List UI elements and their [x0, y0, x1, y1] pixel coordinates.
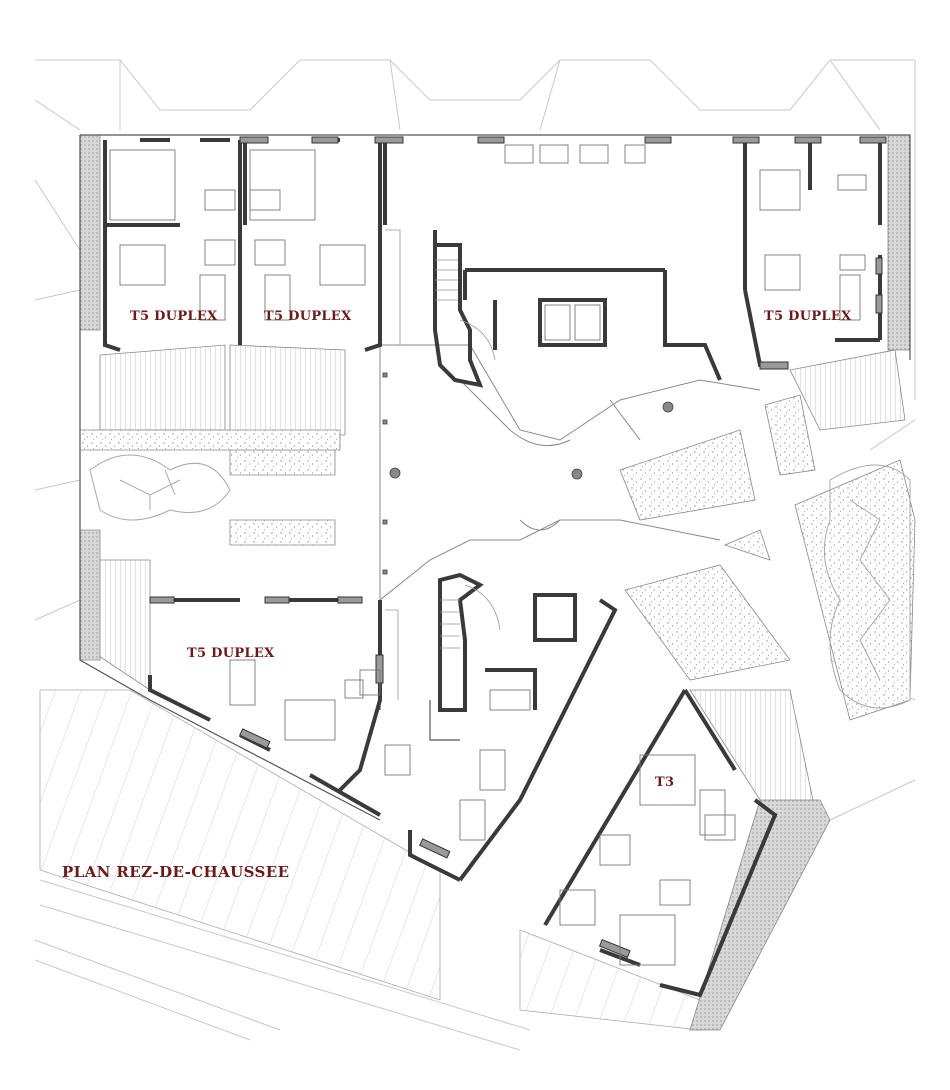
- stippled-areas: [79, 134, 916, 1031]
- unit-label-t5-duplex-c: T5 DUPLEX: [764, 309, 852, 324]
- tree-canopies: [89, 454, 911, 709]
- unit-label-t5-duplex-d: T5 DUPLEX: [187, 646, 275, 661]
- furniture: [109, 144, 867, 966]
- exterior-terraces: [39, 344, 906, 1031]
- stairs: [385, 229, 501, 700]
- unit-label-t3: T3: [655, 775, 675, 790]
- unit-label-t5-duplex-b: T5 DUPLEX: [264, 309, 352, 324]
- unit-label-t5-duplex-a: T5 DUPLEX: [130, 309, 218, 324]
- openings: [149, 136, 887, 958]
- columns: [382, 372, 674, 575]
- plan-title: PLAN REZ-DE-CHAUSSEE: [62, 863, 290, 881]
